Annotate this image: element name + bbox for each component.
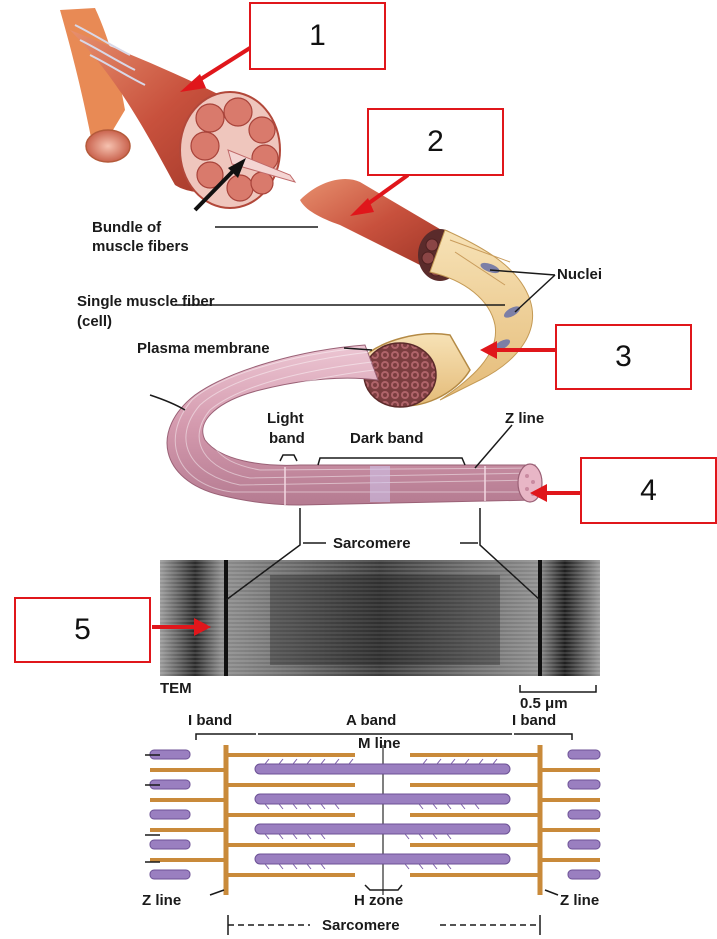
tem-micrograph: [160, 560, 600, 676]
label-light-band-line1: Light: [267, 410, 304, 427]
leader-lines: [145, 226, 597, 935]
label-sarcomere-top: Sarcomere: [333, 535, 411, 552]
callout-box-5: 5: [14, 597, 151, 663]
callout-box-4: 4: [580, 457, 717, 524]
muscle-fiber: [300, 179, 534, 408]
label-sarcomere-bottom: Sarcomere: [322, 917, 400, 934]
label-z-line-top: Z line: [505, 410, 544, 427]
label-i-band-right: I band: [512, 712, 556, 729]
label-dark-band: Dark band: [350, 430, 423, 447]
bundle-arrow: [193, 164, 240, 212]
sarcomere-schematic: [149, 745, 601, 895]
label-single-fiber-line1: Single muscle fiber: [77, 293, 215, 310]
label-bundle-line2: muscle fibers: [92, 238, 189, 255]
label-bundle-line1: Bundle of: [92, 219, 162, 236]
callout-box-3: 3: [555, 324, 692, 390]
label-plasma-membrane: Plasma membrane: [137, 340, 270, 357]
label-a-band: A band: [346, 712, 396, 729]
callout-box-2: 2: [367, 108, 504, 176]
label-z-line-left: Z line: [142, 892, 181, 909]
callout-arrows: [152, 46, 581, 636]
label-tem: TEM: [160, 680, 192, 697]
whole-muscle: [60, 8, 297, 209]
label-single-fiber-line2: (cell): [77, 313, 112, 330]
label-z-line-right: Z line: [560, 892, 599, 909]
label-scale: 0.5 μm: [520, 695, 568, 712]
label-nuclei: Nuclei: [557, 266, 602, 283]
label-light-band-line2: band: [269, 430, 305, 447]
callout-box-1: 1: [249, 2, 386, 70]
label-i-band-left: I band: [188, 712, 232, 729]
label-h-zone: H zone: [354, 892, 403, 909]
label-m-line: M line: [358, 735, 401, 752]
